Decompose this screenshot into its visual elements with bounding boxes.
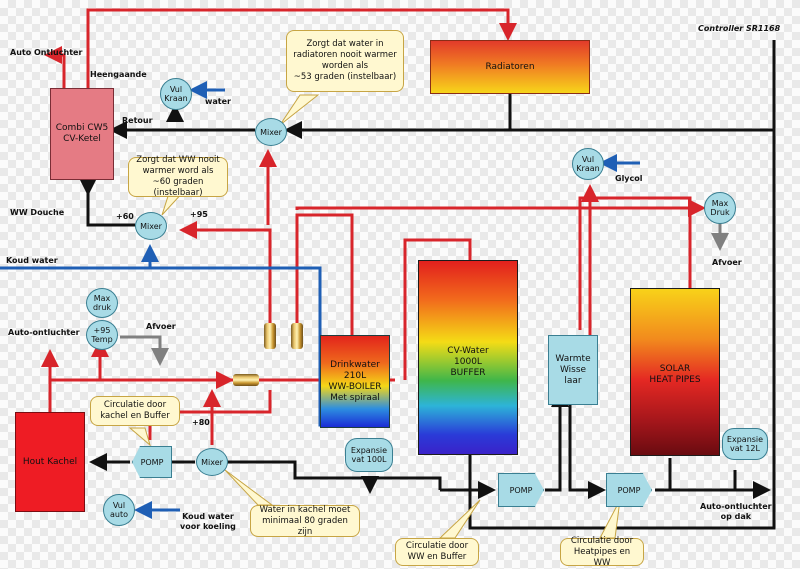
warmtewisselaar-label: Warmte Wisse laar <box>555 353 591 386</box>
pipe-hot-to-radiatoren <box>86 8 517 88</box>
expansievat-12l: Expansie vat 12L <box>722 428 768 460</box>
water-label: water <box>205 97 231 106</box>
ww-douche-label: WW Douche <box>10 208 65 217</box>
circulatie-heatpipes-note: Circulatie door Heatpipes en WW <box>560 535 644 568</box>
heengaande-label: Heengaande <box>90 70 147 79</box>
maxdruk-right[interactable]: Max Druk <box>704 192 736 224</box>
valve-left[interactable] <box>264 323 276 349</box>
retour-label: Retour <box>122 116 153 125</box>
circulatie-ww-note: Circulatie door WW en Buffer <box>395 538 479 566</box>
solar-label: SOLAR HEAT PIPES <box>649 364 701 385</box>
pipe-to-pomp-right <box>568 395 606 499</box>
pipe-return-radiatoren <box>284 92 512 139</box>
expansie100-label: Expansie vat 100L <box>350 446 388 464</box>
vulkraan-top-label: Vul Kraan <box>164 85 188 103</box>
water-kachel-note: Water in kachel moet minimaal 80 graden … <box>250 505 360 537</box>
pipe-pomp-left-up <box>148 390 272 440</box>
ww-note-text: Zorgt dat WW nooit warmer word als ~60 g… <box>136 155 220 198</box>
plus60-label: +60 <box>116 212 134 221</box>
ww-note: Zorgt dat WW nooit warmer word als ~60 g… <box>128 155 228 198</box>
pipe-hot-boiler <box>295 213 354 335</box>
pipe-buffer-top <box>403 238 472 380</box>
afvoer-left-label: Afvoer <box>146 322 176 331</box>
controller-title: Controller SR1168 <box>698 24 781 33</box>
circulatie-kachel-text: Circulatie door kachel en Buffer <box>100 400 170 421</box>
vul-auto[interactable]: Vul auto <box>103 494 135 526</box>
temp-sensor[interactable]: +95 Temp <box>86 320 118 350</box>
mixer-mid-label: Mixer <box>140 221 162 231</box>
mixer-bottom[interactable]: Mixer <box>196 448 228 476</box>
vulkraan-right-label: Vul Kraan <box>576 155 600 173</box>
plus95-label: +95 <box>190 210 208 219</box>
circulatie-heatpipes-text: Circulatie door Heatpipes en WW <box>570 535 634 568</box>
pomp-kachel[interactable]: POMP <box>132 446 172 478</box>
expansievat-100l: Expansie vat 100L <box>345 438 393 472</box>
pomp-mid-label: POMP <box>509 485 533 495</box>
koud-water-label: Koud water <box>6 256 58 265</box>
afvoer-right-label: Afvoer <box>712 258 742 267</box>
water-kachel-text: Water in kachel moet minimaal 80 graden … <box>259 504 351 537</box>
pipe-auto-ontluchter-top <box>44 46 66 88</box>
valve-right[interactable] <box>291 323 303 349</box>
pomp-left-label: POMP <box>140 457 164 467</box>
cv-water-label: CV-Water 1000L BUFFER <box>447 346 489 378</box>
vulkraan-right[interactable]: Vul Kraan <box>572 148 604 180</box>
expansie12-label: Expansie vat 12L <box>726 435 764 453</box>
radiatoren-box: Radiatoren <box>430 40 590 94</box>
maxdruk-left[interactable]: Max druk <box>86 288 118 318</box>
combi-ketel-box: Combi CW5 CV-Ketel <box>50 88 114 180</box>
hout-kachel-label: Hout Kachel <box>22 456 78 467</box>
glycol-label: Glycol <box>615 174 643 183</box>
radiatoren-label: Radiatoren <box>485 61 535 72</box>
pomp-buffer[interactable]: POMP <box>498 473 544 507</box>
circulatie-ww-text: Circulatie door WW en Buffer <box>405 541 469 562</box>
circulatie-kachel-note: Circulatie door kachel en Buffer <box>90 396 180 426</box>
combi-ketel-label: Combi CW5 CV-Ketel <box>55 123 109 144</box>
warmtewisselaar-box: Warmte Wisse laar <box>548 335 598 405</box>
pipe-solar-loop <box>578 196 692 330</box>
drinkwater-boiler-box: Drinkwater 210L WW-BOILER Met spiraal <box>320 335 390 428</box>
pipe-pomp-mid-out <box>545 389 569 492</box>
plus80-label: +80 <box>192 418 210 427</box>
radiatoren-note: Zorgt dat water in radiatoren nooit warm… <box>286 30 404 92</box>
auto-ontluchter-left: Auto-ontluchter <box>8 328 80 337</box>
pipe-hot-to-mixer-mid <box>179 221 272 325</box>
mixer-bottom-label: Mixer <box>201 457 223 467</box>
cv-water-buffer-box: CV-Water 1000L BUFFER <box>418 260 518 455</box>
vul-auto-label: Vul auto <box>109 501 128 519</box>
pipe-afvoer-left <box>120 335 169 366</box>
temp-label: +95 Temp <box>91 326 113 344</box>
mixer-mid[interactable]: Mixer <box>135 212 167 240</box>
auto-ontluchter-dak: Auto-ontluchter op dak <box>700 502 772 521</box>
drinkwater-label: Drinkwater 210L WW-BOILER Met spiraal <box>328 359 382 403</box>
vulkraan-top[interactable]: Vul Kraan <box>160 78 192 110</box>
solar-heatpipes-box: SOLAR HEAT PIPES <box>630 288 720 456</box>
radiatoren-note-text: Zorgt dat water in radiatoren nooit warm… <box>293 39 397 82</box>
maxdruk-left-label: Max druk <box>92 294 112 312</box>
koud-water-koeling-label: Koud water voor koeling <box>180 512 236 531</box>
pomp-right-label: POMP <box>617 485 641 495</box>
hout-kachel-box: Hout Kachel <box>15 412 85 512</box>
pipe-mixer-bottom <box>230 460 442 490</box>
mixer-top[interactable]: Mixer <box>255 118 287 146</box>
valve-horizontal[interactable] <box>233 374 259 386</box>
pomp-heatpipes[interactable]: POMP <box>606 473 652 507</box>
mixer-top-label: Mixer <box>260 127 282 137</box>
pipe-hot-to-maxdruk <box>295 199 706 217</box>
auto-ontluchter-top: Auto Ontluchter <box>10 48 83 57</box>
maxdruk-right-label: Max Druk <box>710 199 730 217</box>
